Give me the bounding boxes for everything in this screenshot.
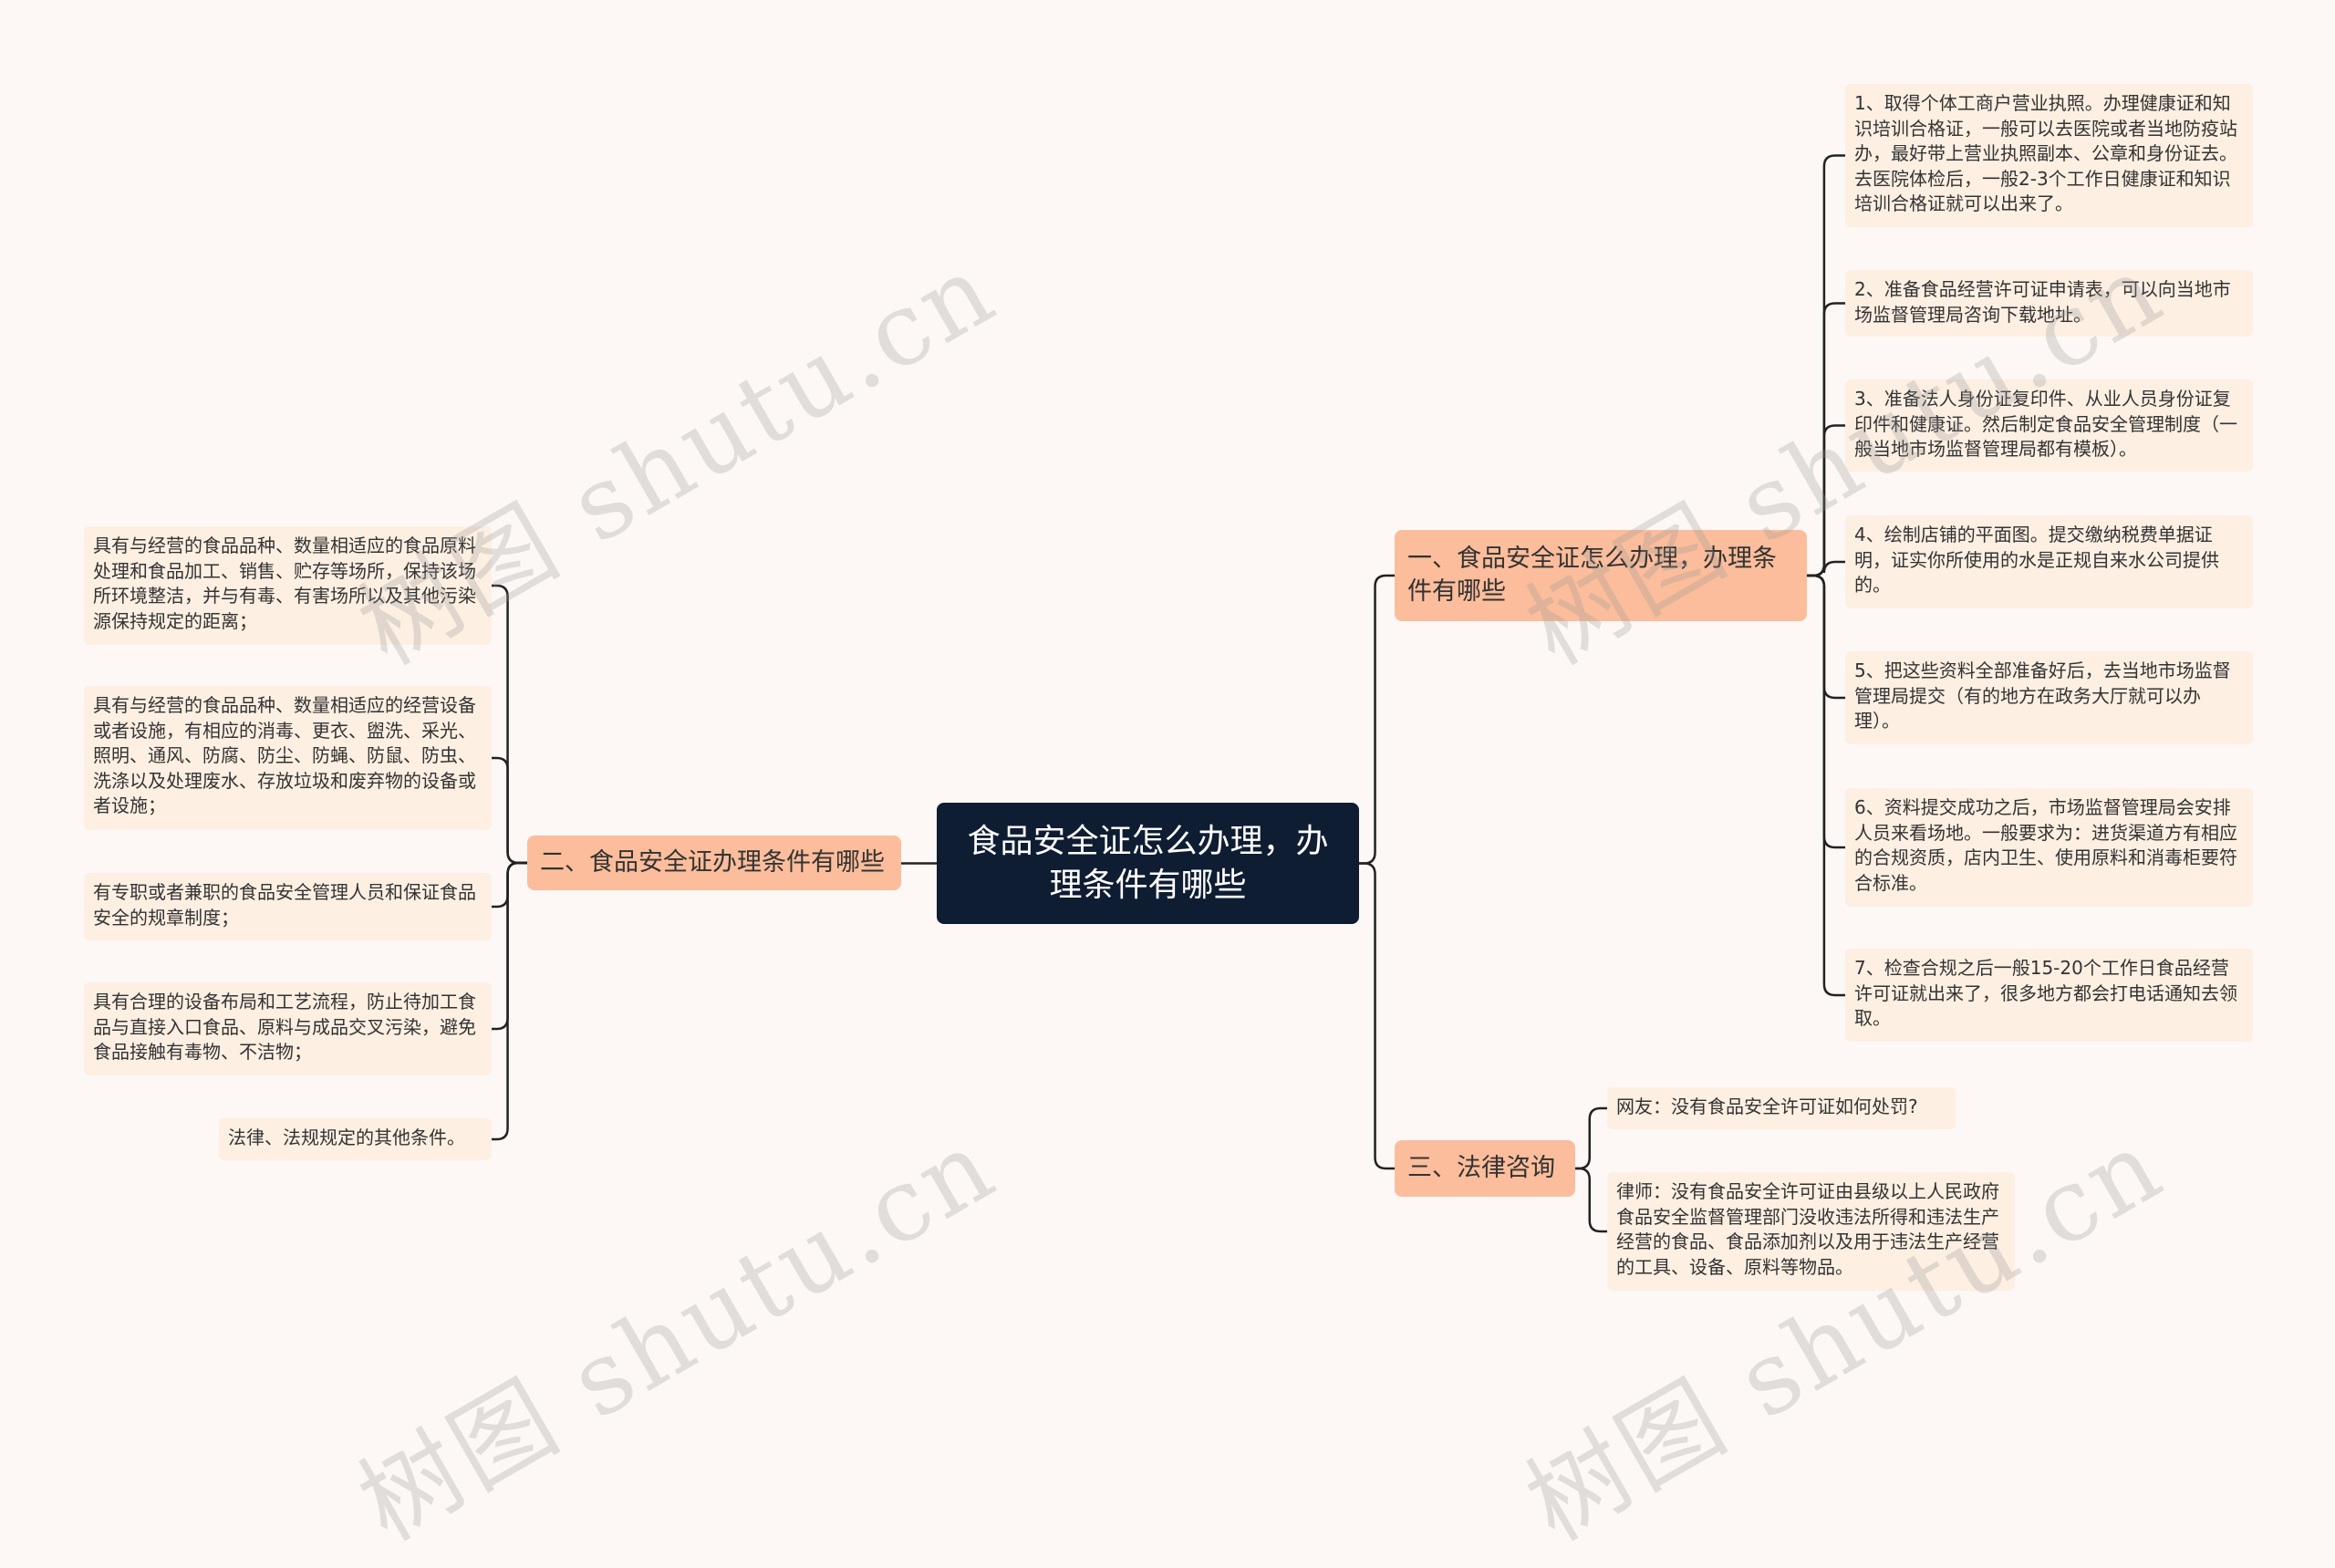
connector-branch-2: [492, 861, 527, 1141]
connector-root-right: [1359, 574, 1395, 865]
connector-branch-1: [1807, 302, 1845, 577]
branch-node-conditions[interactable]: 二、食品安全证办理条件有哪些: [527, 836, 901, 890]
connector-branch-1: [1807, 574, 1845, 700]
leaf-text: 具有合理的设备布局和工艺流程，防止待加工食品与直接入口食品、原料与成品交叉污染，…: [93, 991, 476, 1063]
mindmap-canvas: 食品安全证怎么办理，办理条件有哪些 一、食品安全证怎么办理，办理条件有哪些 1、…: [84, 84, 2253, 1563]
leaf-text: 2、准备食品经营许可证申请表，可以向当地市场监督管理局咨询下载地址。: [1854, 278, 2231, 326]
leaf-text: 法律、法规规定的其他条件。: [228, 1127, 465, 1148]
leaf-text: 7、检查合规之后一般15-20个工作日食品经营许可证就出来了，很多地方都会打电话…: [1854, 957, 2237, 1029]
leaf-node-question[interactable]: 网友：没有食品安全许可证如何处罚?: [1607, 1087, 1956, 1129]
leaf-node-condition-2[interactable]: 具有与经营的食品品种、数量相适应的经营设备或者设施，有相应的消毒、更衣、盥洗、采…: [84, 686, 492, 830]
connector-branch-3: [1575, 1167, 1607, 1233]
branch-label: 三、法律咨询: [1407, 1154, 1555, 1182]
leaf-text: 律师：没有食品安全许可证由县级以上人民政府食品安全监督管理部门没收违法所得和违法…: [1616, 1180, 1999, 1278]
connector-branch-1: [1807, 424, 1845, 577]
connector-branch-2: [492, 861, 527, 1031]
connector-branch-2: [492, 584, 527, 865]
leaf-node-step-2[interactable]: 2、准备食品经营许可证申请表，可以向当地市场监督管理局咨询下载地址。: [1845, 270, 2253, 337]
leaf-node-step-4[interactable]: 4、绘制店铺的平面图。提交缴纳税费单据证明，证实你所使用的水是正规自来水公司提供…: [1845, 515, 2253, 608]
leaf-node-step-5[interactable]: 5、把这些资料全部准备好后，去当地市场监督管理局提交（有的地方在政务大厅就可以办…: [1845, 651, 2253, 744]
branch-label: 一、食品安全证怎么办理，办理条件有哪些: [1407, 545, 1777, 606]
branch-label: 二、食品安全证办理条件有哪些: [540, 848, 885, 877]
leaf-node-step-3[interactable]: 3、准备法人身份证复印件、从业人员身份证复印件和健康证。然后制定食品安全管理制度…: [1845, 379, 2253, 472]
leaf-text: 3、准备法人身份证复印件、从业人员身份证复印件和健康证。然后制定食品安全管理制度…: [1854, 388, 2237, 460]
branch-node-howto[interactable]: 一、食品安全证怎么办理，办理条件有哪些: [1395, 530, 1807, 621]
connector-branch-3: [1575, 1106, 1607, 1170]
leaf-node-answer[interactable]: 律师：没有食品安全许可证由县级以上人民政府食品安全监督管理部门没收违法所得和违法…: [1607, 1172, 2015, 1291]
leaf-node-condition-3[interactable]: 有专职或者兼职的食品安全管理人员和保证食品安全的规章制度；: [84, 873, 492, 940]
connector-lines: [492, 154, 1845, 1233]
leaf-text: 具有与经营的食品品种、数量相适应的经营设备或者设施，有相应的消毒、更衣、盥洗、采…: [93, 694, 476, 816]
leaf-node-step-7[interactable]: 7、检查合规之后一般15-20个工作日食品经营许可证就出来了，很多地方都会打电话…: [1845, 949, 2253, 1042]
leaf-node-condition-4[interactable]: 具有合理的设备布局和工艺流程，防止待加工食品与直接入口食品、原料与成品交叉污染，…: [84, 982, 492, 1075]
leaf-text: 5、把这些资料全部准备好后，去当地市场监督管理局提交（有的地方在政务大厅就可以办…: [1854, 659, 2231, 732]
connector-branch-1: [1807, 154, 1845, 577]
connector-branch-1: [1807, 574, 1845, 849]
leaf-text: 4、绘制店铺的平面图。提交缴纳税费单据证明，证实你所使用的水是正规自来水公司提供…: [1854, 524, 2219, 596]
leaf-text: 网友：没有食品安全许可证如何处罚?: [1616, 1096, 1918, 1117]
connector-branch-1: [1807, 560, 1845, 577]
root-node[interactable]: 食品安全证怎么办理，办理条件有哪些: [937, 803, 1359, 924]
root-label: 食品安全证怎么办理，办理条件有哪些: [967, 822, 1329, 904]
connector-root-right: [1359, 862, 1395, 1170]
leaf-node-condition-1[interactable]: 具有与经营的食品品种、数量相适应的食品原料处理和食品加工、销售、贮存等场所，保持…: [84, 526, 492, 645]
leaf-node-step-1[interactable]: 1、取得个体工商户营业执照。办理健康证和知识培训合格证，一般可以去医院或者当地防…: [1845, 84, 2253, 227]
leaf-text: 有专职或者兼职的食品安全管理人员和保证食品安全的规章制度；: [93, 881, 476, 929]
leaf-text: 1、取得个体工商户营业执照。办理健康证和知识培训合格证，一般可以去医院或者当地防…: [1854, 92, 2237, 214]
connector-branch-1: [1807, 574, 1845, 997]
connector-branch-2: [492, 756, 527, 865]
leaf-node-step-6[interactable]: 6、资料提交成功之后，市场监督管理局会安排人员来看场地。一般要求为：进货渠道方有…: [1845, 788, 2253, 907]
branch-node-legal[interactable]: 三、法律咨询: [1395, 1140, 1575, 1197]
leaf-text: 具有与经营的食品品种、数量相适应的食品原料处理和食品加工、销售、贮存等场所，保持…: [93, 535, 476, 632]
leaf-node-condition-5[interactable]: 法律、法规规定的其他条件。: [219, 1118, 492, 1160]
leaf-text: 6、资料提交成功之后，市场监督管理局会安排人员来看场地。一般要求为：进货渠道方有…: [1854, 796, 2237, 894]
